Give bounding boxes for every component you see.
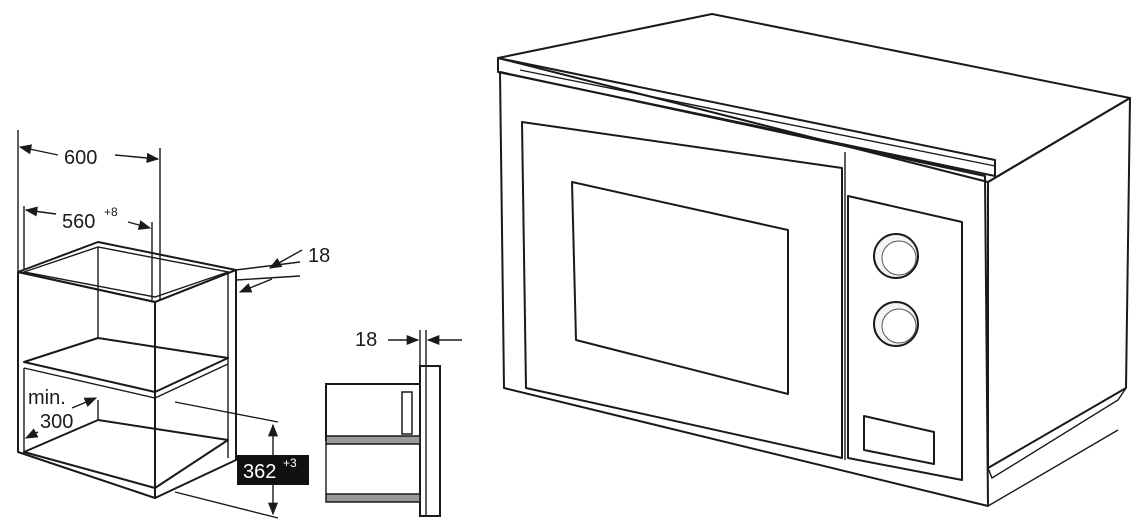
- dimension-width-total: 600: [17, 130, 161, 300]
- cabinet-lower-floor: [23, 419, 229, 489]
- microwave-front: [499, 71, 989, 507]
- microwave-window: [571, 181, 789, 395]
- label-600: 600: [64, 147, 97, 169]
- label-362: 362: [243, 461, 276, 483]
- dimension-height: 362 +3: [174, 401, 309, 519]
- section-wall: [419, 365, 441, 517]
- control-panel: [847, 195, 963, 481]
- dimension-depth-min: min. 300: [24, 387, 98, 439]
- power-knob[interactable]: [873, 301, 919, 347]
- section-detail: 18: [325, 329, 462, 517]
- cabinet-side-panel: [154, 269, 237, 499]
- label-18-top: 18: [308, 245, 330, 267]
- label-300: 300: [40, 411, 73, 433]
- cabinet-top-panel: [17, 241, 237, 303]
- cabinet-niche: [17, 241, 237, 499]
- section-lower-shelf: [325, 493, 421, 503]
- label-560: 560: [62, 211, 95, 233]
- microwave-top: [497, 13, 1131, 183]
- label-min: min.: [28, 387, 66, 409]
- microwave-door: [521, 121, 843, 459]
- label-362-tolerance: +3: [283, 456, 297, 470]
- mounting-frame: [497, 57, 996, 177]
- microwave-oven: [497, 13, 1131, 507]
- door-open-button[interactable]: [863, 415, 935, 465]
- dimension-panel-top: 18: [235, 245, 330, 293]
- cabinet-front-frame: [17, 271, 156, 499]
- timer-knob[interactable]: [873, 233, 919, 279]
- dimension-width-inner: 560 +8: [23, 205, 153, 300]
- height-highlight-box: [237, 455, 309, 485]
- label-560-tolerance: +8: [104, 205, 118, 219]
- cabinet-upper-shelf: [23, 337, 229, 393]
- microwave-side: [987, 97, 1131, 469]
- label-18-side: 18: [355, 329, 377, 351]
